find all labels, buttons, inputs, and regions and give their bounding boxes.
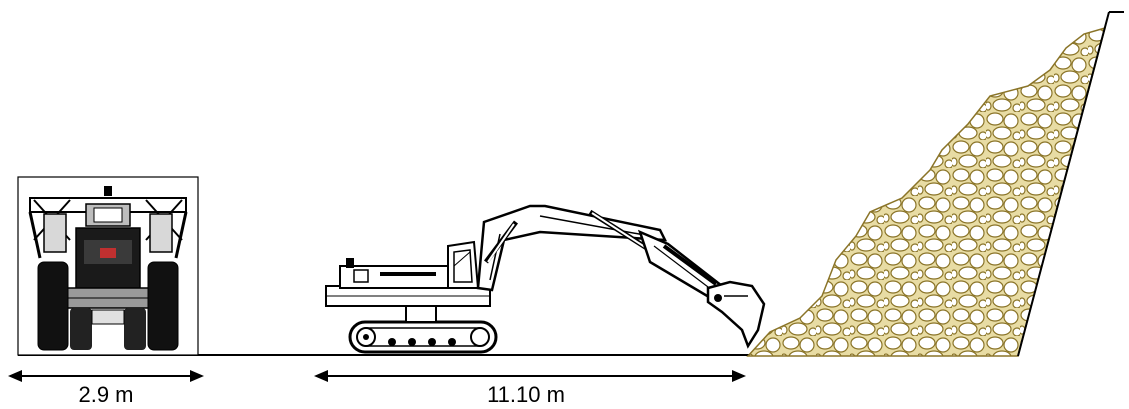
blasted-rock-pile-icon	[746, 11, 1124, 357]
truck-width-label: 2.9 m	[78, 382, 133, 407]
reach-distance-dimension: 11.10 m	[314, 370, 746, 407]
truck-width-dimension: 2.9 m	[8, 370, 204, 407]
reach-distance-label: 11.10 m	[487, 382, 565, 407]
crawler-excavator-side-view-icon	[325, 204, 766, 354]
dump-truck-front-view-icon	[17, 176, 199, 356]
